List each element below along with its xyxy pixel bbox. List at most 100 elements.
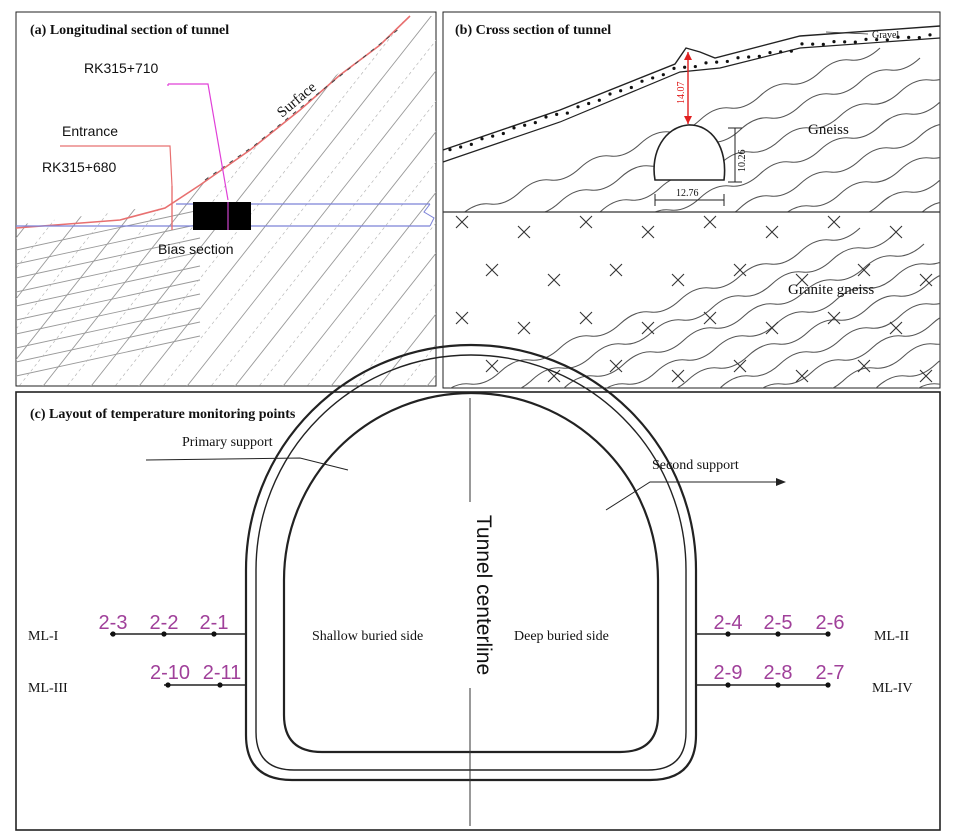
monitoring-point (725, 631, 731, 637)
gravel-dot (565, 111, 569, 115)
granite-cross (827, 215, 841, 229)
point-label-2-8: 2-8 (764, 662, 793, 684)
gravel-dot (768, 51, 772, 55)
gneiss-wave (639, 107, 940, 212)
gneiss-wave (559, 87, 940, 212)
granite-cross (733, 359, 747, 373)
granite-cross (455, 215, 469, 229)
monitoring-point (110, 631, 116, 637)
granite-cross (609, 263, 623, 277)
granite-cross (579, 311, 593, 325)
gravel-dot (704, 61, 708, 65)
gravel-dot (619, 89, 623, 93)
point-label-2-5: 2-5 (764, 612, 793, 634)
gneiss-label: Gneiss (808, 122, 849, 138)
point-label-2-9: 2-9 (714, 662, 743, 684)
gravel-leader (825, 31, 869, 35)
gravel-dot (608, 92, 612, 96)
gravel-dot (864, 37, 868, 41)
monitoring-point (775, 631, 781, 637)
panel-a: (a) Longitudinal section of tunnel RK315… (15, 11, 437, 387)
gneiss-wave (449, 227, 861, 388)
gravel-dot (459, 145, 463, 149)
granite-cross (547, 369, 561, 383)
gravel-dot (757, 54, 761, 58)
stratum-line (16, 307, 201, 349)
second-support-label: Second support (652, 458, 739, 473)
panel-b-title: (b) Cross section of tunnel (455, 23, 611, 38)
gravel-dot (448, 148, 452, 152)
monitoring-line-ml-i: ML-I 2-3 2-2 2-1 (28, 612, 246, 644)
granite-cross (919, 369, 933, 383)
monitoring-point (775, 682, 781, 688)
station-upper-label: RK315+710 (84, 60, 159, 76)
height-value: 10.26 (737, 150, 748, 173)
gravel-dot (885, 38, 889, 42)
gravel-dot (747, 55, 751, 59)
granite-cross (733, 263, 747, 277)
monitoring-point (165, 682, 171, 688)
stratum-line (16, 237, 201, 279)
gravel-base (442, 37, 941, 163)
monitoring-point (825, 631, 831, 637)
gneiss-wave (719, 302, 940, 388)
granite-cross (641, 321, 655, 335)
panel-a-title: (a) Longitudinal section of tunnel (30, 23, 229, 38)
monitoring-point (211, 631, 217, 637)
second-support-ring (282, 391, 660, 754)
granite-cross (455, 311, 469, 325)
stratum-line (16, 209, 201, 251)
granite-gneiss-layer (449, 215, 940, 388)
granite-cross (857, 359, 871, 373)
line-label: ML-I (28, 629, 59, 644)
gravel-dot (469, 142, 473, 146)
gravel-dot (907, 35, 911, 39)
point-label-2-10: 2-10 (150, 662, 190, 684)
gravel-dot (683, 65, 687, 69)
stratum-dash (255, 16, 436, 386)
granite-cross (517, 321, 531, 335)
granite-cross (857, 263, 871, 277)
stratum-line (327, 16, 436, 386)
gravel-dot (789, 49, 793, 53)
gneiss-wave (761, 317, 940, 388)
gravel-label: Gravel (872, 30, 899, 41)
point-label-2-11: 2-11 (203, 662, 242, 684)
gravel-dot (587, 101, 591, 106)
gravel-dot (715, 60, 719, 64)
granite-cross (795, 369, 809, 383)
stratum-dash (351, 16, 436, 386)
monitoring-line-ml-iii: ML-III 2-10 2-11 (28, 662, 246, 696)
point-label-2-1: 2-1 (200, 612, 229, 634)
gneiss-wave (605, 261, 940, 388)
station-lower-label: RK315+680 (42, 159, 117, 175)
point-label-2-4: 2-4 (714, 612, 743, 634)
gravel-dot (629, 85, 633, 90)
primary-support-leader (145, 457, 349, 471)
gravel-dot (853, 40, 857, 44)
stratum-line (183, 16, 436, 386)
granite-cross (671, 273, 685, 287)
gneiss-wave (675, 274, 940, 388)
point-label-2-2: 2-2 (150, 612, 179, 634)
line-label: ML-II (874, 629, 909, 644)
granite-cross (485, 263, 499, 277)
stratum-line (231, 16, 436, 386)
monitoring-point (825, 682, 831, 688)
gravel-dot (576, 105, 580, 109)
granite-cross (827, 311, 841, 325)
stratum-line (375, 16, 436, 386)
gravel-dot (533, 121, 537, 125)
granite-cross (609, 359, 623, 373)
granite-cross (547, 273, 561, 287)
gravel-dot (651, 76, 655, 80)
shallow-side-label: Shallow buried side (312, 629, 423, 644)
gravel-dot (725, 59, 729, 64)
gneiss-wave (443, 47, 881, 212)
gravel-dot (693, 64, 697, 69)
stratum-line (16, 265, 201, 307)
stratum-line (279, 16, 436, 386)
cover-depth-value: 14.07 (676, 82, 687, 105)
point-label-2-6: 2-6 (816, 612, 845, 634)
